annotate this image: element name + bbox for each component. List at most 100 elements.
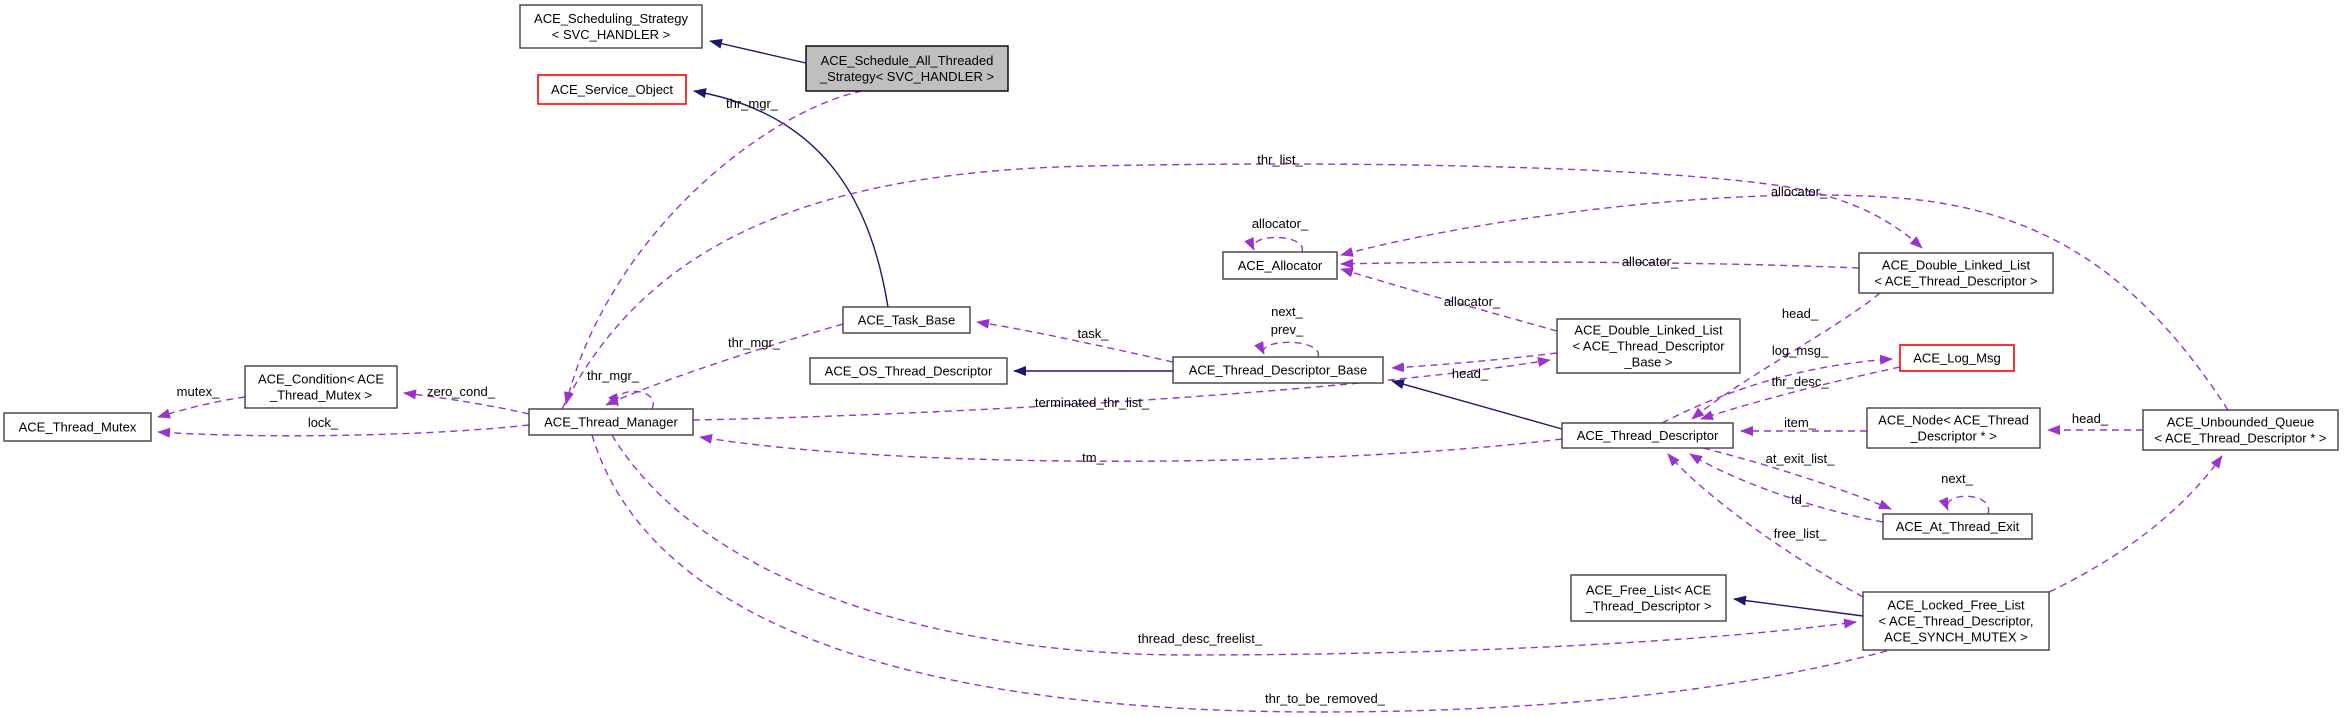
class-node-log-msg[interactable]: ACE_Log_Msg <box>1899 344 2015 372</box>
class-node-box-os-thread-descriptor[interactable] <box>809 357 1008 385</box>
edge-use-tdb-self-next-prev <box>1254 341 1319 358</box>
edge-label-use-thread-manager-terminated-thr-list: terminated_thr_list_ <box>1035 395 1150 410</box>
edge-label-use-dll-tdb-allocator: allocator_ <box>1444 294 1501 309</box>
edge-label-use-thread-descriptor-log-msg: log_msg_ <box>1772 343 1829 358</box>
class-node-box-thread-descriptor[interactable] <box>1561 422 1734 449</box>
class-node-box-thread-manager[interactable] <box>528 408 694 436</box>
class-node-allocator[interactable]: ACE_Allocator <box>1222 251 1338 280</box>
class-node-os-thread-descriptor[interactable]: ACE_OS_Thread_Descriptor <box>809 357 1008 385</box>
class-node-free-list[interactable]: ACE_Free_List< ACE_Thread_Descriptor > <box>1570 574 1727 622</box>
edge-use-thread-manager-zero-cond <box>403 389 530 415</box>
class-node-thread-descriptor-base[interactable]: ACE_Thread_Descriptor_Base <box>1172 356 1384 384</box>
edge-label-use-locked-free-list-free-list: free_list_ <box>1774 526 1828 541</box>
class-node-label-node-td: ACE_Node< ACE_Thread <box>1878 413 2029 428</box>
class-node-thread-manager[interactable]: ACE_Thread_Manager <box>528 408 694 436</box>
class-node-label-os-thread-descriptor: ACE_OS_Thread_Descriptor <box>825 364 993 379</box>
class-node-box-double-linked-list-tdb[interactable] <box>1556 318 1741 374</box>
class-node-node-td[interactable]: ACE_Node< ACE_Thread_Descriptor * > <box>1866 407 2041 449</box>
class-node-thread-mutex[interactable]: ACE_Thread_Mutex <box>3 412 152 442</box>
edge-label-use-thread-manager-self-thr-mgr: thr_mgr_ <box>587 368 640 383</box>
class-node-box-thread-mutex[interactable] <box>3 412 152 442</box>
class-node-box-scheduling-strategy[interactable] <box>519 4 703 49</box>
class-node-double-linked-list-tdb[interactable]: ACE_Double_Linked_List< ACE_Thread_Descr… <box>1556 318 1741 374</box>
class-node-box-thread-descriptor-base[interactable] <box>1172 356 1384 384</box>
edge-label-use-condition-mutex: mutex_ <box>177 384 220 399</box>
edge-use-thread-manager-thread-desc-freelist <box>611 434 1857 656</box>
class-node-label-free-list: _Thread_Descriptor > <box>1584 599 1711 614</box>
edge-use-allocator-self <box>1244 236 1303 253</box>
class-node-box-task-base[interactable] <box>842 306 971 334</box>
class-node-label-condition-thread-mutex: ACE_Condition< ACE <box>258 372 384 387</box>
edge-label-use-tdb-self-next-prev: next_ <box>1271 304 1304 319</box>
class-node-box-free-list[interactable] <box>1570 574 1727 622</box>
class-node-label-log-msg: ACE_Log_Msg <box>1913 351 2000 366</box>
edge-label-use-dll-td-allocator: allocator_ <box>1622 254 1679 269</box>
edge-use-at-thread-exit-self-next <box>1938 495 1990 515</box>
edge-use-thread-descriptor-at-exit-list <box>1702 447 1892 510</box>
class-node-label-schedule-all-threaded-strategy: _Strategy< SVC_HANDLER > <box>819 69 994 84</box>
class-node-label-locked-free-list: ACE_SYNCH_MUTEX > <box>1884 630 2027 645</box>
class-node-label-scheduling-strategy: < SVC_HANDLER > <box>552 27 671 42</box>
class-node-task-base[interactable]: ACE_Task_Base <box>842 306 971 334</box>
edge-label-use-tdb-self-next-prev: prev_ <box>1271 322 1304 337</box>
edge-label-use-thread-descriptor-tm: tm_ <box>1082 450 1104 465</box>
class-node-label-schedule-all-threaded-strategy: ACE_Schedule_All_Threaded <box>821 53 994 68</box>
class-node-label-allocator: ACE_Allocator <box>1238 258 1323 273</box>
class-node-label-thread-manager: ACE_Thread_Manager <box>544 415 678 430</box>
class-node-box-allocator[interactable] <box>1222 251 1338 280</box>
edge-use-tdb-task <box>976 318 1174 363</box>
edge-inherit-thread-descriptor-to-tdb <box>1391 379 1563 430</box>
edge-use-locked-free-list-free-list <box>1667 453 1864 598</box>
edge-use-dll-tdb-allocator <box>1340 267 1558 332</box>
edge-label-use-at-thread-exit-self-next: next_ <box>1941 471 1974 486</box>
class-node-label-thread-mutex: ACE_Thread_Mutex <box>19 420 137 435</box>
edge-use-schedule-all-thr-mgr <box>564 90 863 405</box>
edge-use-dll-td-head <box>1691 292 1881 420</box>
class-node-label-unbounded-queue: ACE_Unbounded_Queue <box>2167 415 2314 430</box>
class-node-box-schedule-all-threaded-strategy[interactable] <box>805 45 1009 92</box>
class-node-box-at-thread-exit[interactable] <box>1882 513 2033 540</box>
class-node-locked-free-list[interactable]: ACE_Locked_Free_List< ACE_Thread_Descrip… <box>1862 591 2050 651</box>
class-node-box-condition-thread-mutex[interactable] <box>244 365 398 409</box>
class-node-label-node-td: _Descriptor * > <box>1909 429 1996 444</box>
edge-inherit-task-base-to-service-object <box>693 88 889 308</box>
class-node-label-locked-free-list: ACE_Locked_Free_List <box>1887 598 2025 613</box>
edge-label-use-thread-manager-zero-cond: zero_cond_ <box>427 384 496 399</box>
class-node-box-locked-free-list[interactable] <box>1862 591 2050 651</box>
class-node-at-thread-exit[interactable]: ACE_At_Thread_Exit <box>1882 513 2033 540</box>
edge-label-use-unbounded-queue-allocator: allocator_ <box>1771 184 1828 199</box>
class-node-label-free-list: ACE_Free_List< ACE <box>1586 583 1712 598</box>
class-node-label-double-linked-list-tdb: _Base > <box>1623 355 1672 370</box>
class-node-double-linked-list-td[interactable]: ACE_Double_Linked_List< ACE_Thread_Descr… <box>1858 252 2054 294</box>
class-node-box-unbounded-queue[interactable] <box>2142 409 2339 451</box>
class-node-label-service-object: ACE_Service_Object <box>551 82 673 97</box>
edge-label-use-dll-tdb-head: head_ <box>1452 366 1489 381</box>
edge-label-use-allocator-self: allocator_ <box>1252 216 1309 231</box>
class-node-scheduling-strategy[interactable]: ACE_Scheduling_Strategy< SVC_HANDLER > <box>519 4 703 49</box>
edge-use-thread-descriptor-tm <box>699 434 1563 462</box>
class-node-service-object[interactable]: ACE_Service_Object <box>537 74 687 105</box>
class-node-box-service-object[interactable] <box>537 74 687 105</box>
class-node-box-node-td[interactable] <box>1866 407 2041 449</box>
edge-label-use-dll-td-head: head_ <box>1782 306 1819 321</box>
edge-label-use-thread-manager-thread-desc-freelist: thread_desc_freelist_ <box>1138 631 1263 646</box>
class-node-label-double-linked-list-tdb: < ACE_Thread_Descriptor <box>1572 339 1725 354</box>
class-node-box-log-msg[interactable] <box>1899 344 2015 372</box>
edge-label-use-node-item: item_ <box>1784 415 1817 430</box>
class-node-label-condition-thread-mutex: _Thread_Mutex > <box>269 388 372 403</box>
edge-label-use-thread-manager-lock: lock_ <box>308 415 339 430</box>
class-node-unbounded-queue[interactable]: ACE_Unbounded_Queue< ACE_Thread_Descript… <box>2142 409 2339 451</box>
nodes-layer: ACE_Scheduling_Strategy< SVC_HANDLER > AC… <box>3 4 2339 651</box>
class-node-condition-thread-mutex[interactable]: ACE_Condition< ACE_Thread_Mutex > <box>244 365 398 409</box>
edge-use-task-base-thr-mgr <box>605 323 844 406</box>
class-node-schedule-all-threaded-strategy[interactable]: ACE_Schedule_All_Threaded_Strategy< SVC_… <box>805 45 1009 92</box>
edge-use-thread-manager-lock <box>157 424 530 438</box>
class-node-label-task-base: ACE_Task_Base <box>858 313 956 328</box>
edge-use-at-thread-exit-td <box>1689 453 1884 523</box>
class-node-box-double-linked-list-td[interactable] <box>1858 252 2054 294</box>
edge-label-use-tdb-task: task_ <box>1077 326 1109 341</box>
class-node-label-thread-descriptor: ACE_Thread_Descriptor <box>1577 428 1719 443</box>
class-node-thread-descriptor[interactable]: ACE_Thread_Descriptor <box>1561 422 1734 449</box>
